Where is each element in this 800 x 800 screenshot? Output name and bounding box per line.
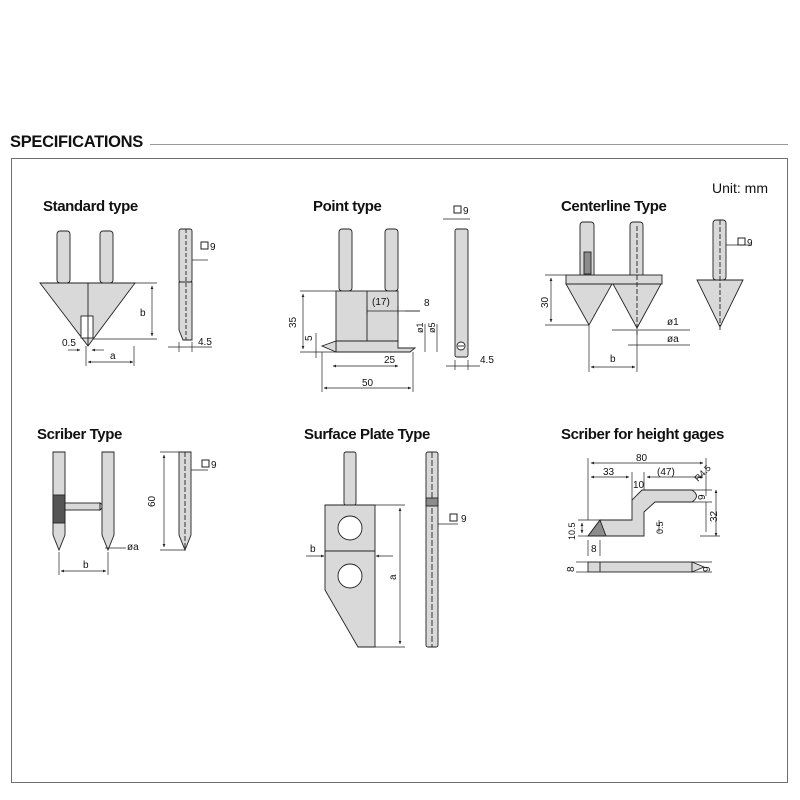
centerline-pin-right bbox=[629, 221, 644, 279]
height-dim-33: 33 bbox=[603, 467, 615, 478]
spec-frame bbox=[11, 158, 788, 783]
standard-dim-05: 0.5 bbox=[62, 338, 76, 349]
height-scriber-title: Scriber for height gages bbox=[561, 426, 724, 443]
standard-type-drawing bbox=[39, 228, 193, 347]
unit-label: Unit: mm bbox=[712, 180, 768, 196]
point-dim-25: 25 bbox=[384, 355, 396, 366]
scriber-dim-diaa: øa bbox=[127, 542, 139, 553]
height-dim-8a: 8 bbox=[591, 544, 597, 555]
point-pin-right bbox=[384, 228, 399, 292]
centerline-type-dims bbox=[545, 237, 752, 372]
point-dim-dia5: ø5 bbox=[427, 322, 437, 333]
point-dim-5: 5 bbox=[304, 335, 315, 341]
point-dim-35: 35 bbox=[288, 316, 299, 328]
surface-plate-dims bbox=[306, 504, 458, 648]
centerline-side-pin bbox=[712, 219, 727, 281]
surface-hole-bottom bbox=[337, 563, 363, 589]
centerline-dim-b: b bbox=[610, 354, 616, 365]
standard-dim-b: b bbox=[140, 308, 146, 319]
header-rule bbox=[150, 144, 788, 145]
standard-body bbox=[39, 282, 136, 347]
point-dim-dia1: ø1 bbox=[415, 322, 425, 333]
centerline-dim-dia1: ø1 bbox=[667, 317, 679, 328]
height-dim-32: 32 bbox=[709, 510, 720, 522]
point-type-drawing bbox=[320, 228, 469, 358]
scriber-blade-right bbox=[101, 451, 115, 552]
standard-pin-right bbox=[99, 230, 114, 284]
height-scriber-dims bbox=[576, 458, 720, 573]
surface-hole-top bbox=[337, 515, 363, 541]
standard-pin-left bbox=[56, 230, 71, 284]
surface-plate-type-title: Surface Plate Type bbox=[304, 426, 430, 443]
scriber-dim-60: 60 bbox=[147, 495, 158, 507]
standard-dim-45: 4.5 bbox=[198, 337, 212, 348]
standard-dim-sq9: 9 bbox=[210, 242, 216, 253]
point-dim-50: 50 bbox=[362, 378, 374, 389]
standard-side-top bbox=[178, 228, 193, 283]
centerline-dim-sq9: 9 bbox=[747, 238, 753, 249]
height-dim-9b: 9 bbox=[702, 566, 713, 572]
height-dim-9a: 9 bbox=[697, 494, 708, 500]
surface-pin bbox=[343, 451, 357, 506]
surface-dim-b: b bbox=[310, 544, 316, 555]
scriber-dim-sq9: 9 bbox=[211, 460, 217, 471]
point-dim-8: 8 bbox=[424, 298, 430, 309]
standard-side-bottom bbox=[178, 281, 193, 341]
height-dim-47: (47) bbox=[657, 467, 675, 478]
centerline-dim-diaa: øa bbox=[667, 334, 679, 345]
scriber-dim-b: b bbox=[83, 560, 89, 571]
point-tip-arm bbox=[335, 340, 417, 353]
standard-dim-a: a bbox=[110, 351, 116, 362]
centerline-dim-30: 30 bbox=[540, 296, 551, 308]
scriber-type-dims bbox=[58, 451, 210, 575]
point-tip bbox=[320, 340, 337, 353]
scriber-pin bbox=[64, 502, 101, 511]
surface-dim-a: a bbox=[388, 574, 399, 580]
point-dim-sq9: 9 bbox=[463, 206, 469, 217]
standard-slot bbox=[80, 315, 94, 339]
standard-type-dims bbox=[68, 241, 212, 366]
height-dim-8b: 8 bbox=[566, 566, 577, 572]
point-type-title: Point type bbox=[313, 198, 382, 215]
height-dim-r45: R4.5 bbox=[692, 463, 713, 484]
height-dim-10: 10 bbox=[633, 480, 645, 491]
point-dim-17: (17) bbox=[372, 297, 390, 308]
centerline-type-drawing bbox=[565, 219, 744, 335]
section-title: SPECIFICATIONS bbox=[10, 133, 144, 151]
centerline-type-title: Centerline Type bbox=[561, 198, 667, 215]
height-scriber-bottom bbox=[587, 561, 693, 573]
standard-type-title: Standard type bbox=[43, 198, 138, 215]
centerline-cone-left bbox=[565, 283, 613, 326]
scriber-type-drawing bbox=[52, 451, 192, 552]
surface-dim-sq9: 9 bbox=[461, 514, 467, 525]
height-dim-105: 10.5 bbox=[567, 522, 577, 540]
centerline-bar bbox=[565, 274, 663, 285]
point-type-dims bbox=[300, 205, 480, 392]
height-dim-05: 0.5 bbox=[655, 521, 665, 534]
point-dim-45: 4.5 bbox=[480, 355, 494, 366]
height-dim-80: 80 bbox=[636, 453, 648, 464]
surface-plate-drawing bbox=[324, 451, 439, 648]
height-scriber-drawing bbox=[587, 489, 706, 573]
height-scriber-body bbox=[587, 489, 697, 537]
scriber-type-title: Scriber Type bbox=[37, 426, 122, 443]
point-side bbox=[454, 228, 469, 358]
point-pin-left bbox=[338, 228, 353, 292]
